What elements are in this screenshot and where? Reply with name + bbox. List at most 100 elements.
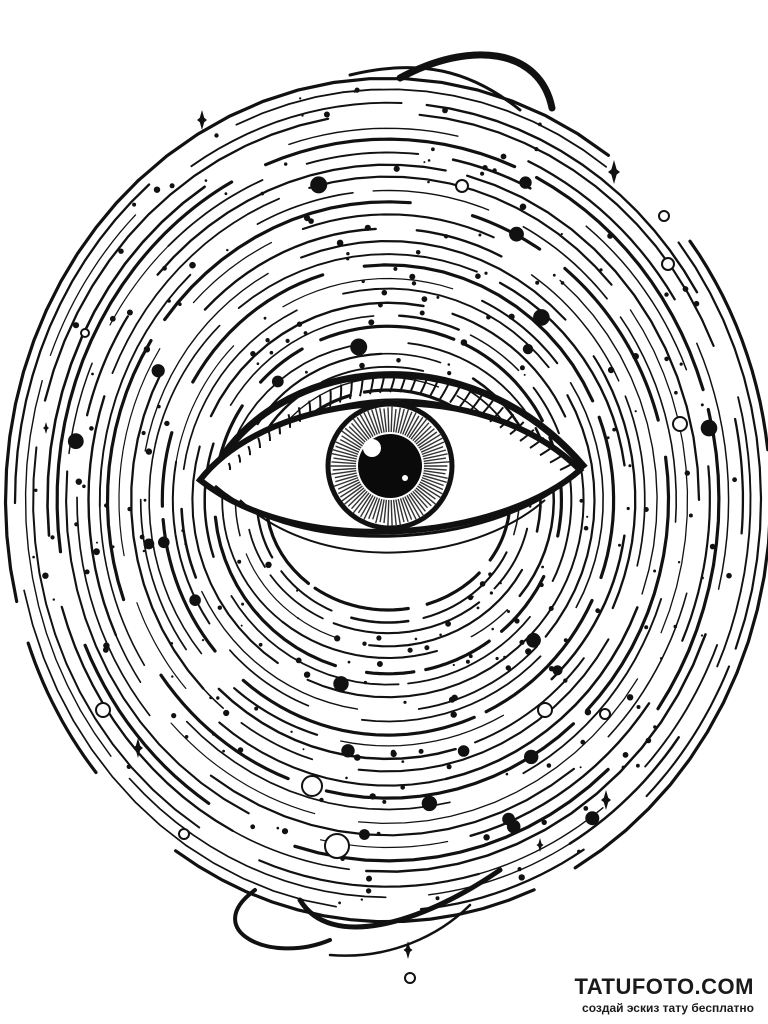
swirl-stroke	[529, 461, 585, 637]
swirl-stroke	[428, 842, 571, 896]
ink-dot	[217, 605, 222, 610]
ink-dot	[241, 602, 245, 606]
swirl-stroke	[118, 348, 161, 557]
swirl-stroke	[498, 281, 626, 467]
swirl-rings	[3, 77, 768, 924]
iris-fiber	[352, 492, 370, 514]
ink-dot	[265, 561, 272, 568]
ink-dot	[450, 711, 457, 718]
iris-fiber	[331, 461, 357, 465]
ink-dot	[366, 875, 372, 882]
swirl-stroke	[332, 601, 481, 635]
ink-dot	[237, 747, 244, 753]
iris-fiber	[368, 497, 378, 520]
sparkle-stars	[43, 110, 620, 959]
iris-fiber	[423, 470, 446, 475]
ink-dot	[700, 419, 718, 437]
iris-fiber	[419, 437, 444, 451]
swirl-stroke	[293, 767, 610, 863]
ink-dot	[505, 772, 509, 776]
ink-dot	[172, 774, 176, 777]
eyelash	[227, 462, 232, 471]
ink-dot	[301, 114, 304, 117]
ink-dot	[364, 224, 371, 231]
ink-dot	[465, 659, 470, 664]
iris-fiber	[422, 474, 447, 483]
ink-dot	[299, 97, 302, 100]
ink-dot	[34, 488, 38, 492]
eyelash	[539, 445, 555, 457]
ink-dot	[442, 107, 448, 114]
ink-dot	[732, 477, 737, 483]
ink-dot	[42, 572, 49, 579]
swirl-stroke	[65, 470, 250, 815]
eyelash	[459, 388, 473, 408]
ink-dot	[345, 776, 348, 780]
ink-dot	[664, 356, 669, 362]
swirl-stroke	[231, 830, 350, 871]
swirl-stroke	[372, 189, 490, 211]
eyelash	[509, 421, 525, 436]
iris-fiber	[341, 430, 363, 447]
swirl-stroke	[282, 376, 440, 427]
ink-dot	[93, 548, 100, 556]
ink-dot	[284, 162, 288, 166]
hollow-bubbles	[80, 179, 688, 984]
ink-dot	[546, 763, 552, 768]
iris-fiber	[363, 496, 376, 521]
iris-fiber	[402, 497, 413, 520]
ink-dot	[362, 641, 367, 646]
swirl-stroke	[380, 352, 442, 364]
bubble	[537, 702, 553, 718]
sparkle	[536, 838, 544, 852]
iris-fiber	[419, 481, 443, 495]
ink-dot	[254, 706, 259, 711]
ink-dot	[263, 316, 267, 320]
eyelash	[277, 421, 282, 435]
iris-fiber	[392, 499, 397, 527]
iris-fiber	[408, 416, 424, 439]
ink-dot	[645, 737, 652, 744]
ink-dot	[541, 565, 544, 569]
iris-fiber	[390, 405, 393, 433]
ink-dot	[118, 248, 124, 254]
swirl-stroke	[182, 309, 298, 471]
swirl-stroke	[190, 101, 403, 168]
bubble	[599, 708, 611, 720]
ink-dot	[579, 498, 584, 503]
swirl-stroke	[368, 568, 524, 648]
swirl-stroke	[716, 396, 752, 668]
ink-dot	[204, 179, 208, 182]
iris-fiber	[423, 457, 446, 462]
swirl-stroke	[282, 277, 454, 308]
swirl-stroke	[451, 312, 567, 418]
iris-fiber	[423, 453, 448, 460]
swirl-stroke	[163, 200, 412, 322]
ink-dot	[151, 364, 165, 378]
ink-dot	[336, 239, 344, 247]
iris-fiber	[418, 483, 442, 499]
ink-dot	[618, 543, 621, 547]
ink-dot	[333, 676, 349, 692]
ink-dot	[517, 867, 522, 872]
iris-fiber	[397, 498, 405, 523]
swirl-stroke	[522, 225, 608, 300]
ink-dot	[537, 319, 544, 326]
swirl-stroke	[361, 655, 542, 723]
iris-fiber	[340, 483, 362, 498]
iris-fiber	[418, 433, 442, 449]
ink-dot	[489, 591, 493, 595]
ink-dot	[538, 122, 542, 127]
swirl-stroke	[132, 180, 234, 270]
swirl-stroke	[481, 299, 559, 365]
ink-dot	[445, 620, 451, 627]
swirl-stroke	[365, 633, 707, 873]
ink-dot	[74, 522, 79, 527]
ink-dot	[256, 362, 260, 366]
swirl-stroke	[167, 179, 264, 247]
swirl-stroke	[170, 722, 316, 815]
ink-dot	[184, 542, 187, 546]
swirl-stroke	[217, 687, 457, 761]
swirl-stroke	[357, 638, 610, 773]
ink-dot	[541, 819, 547, 825]
